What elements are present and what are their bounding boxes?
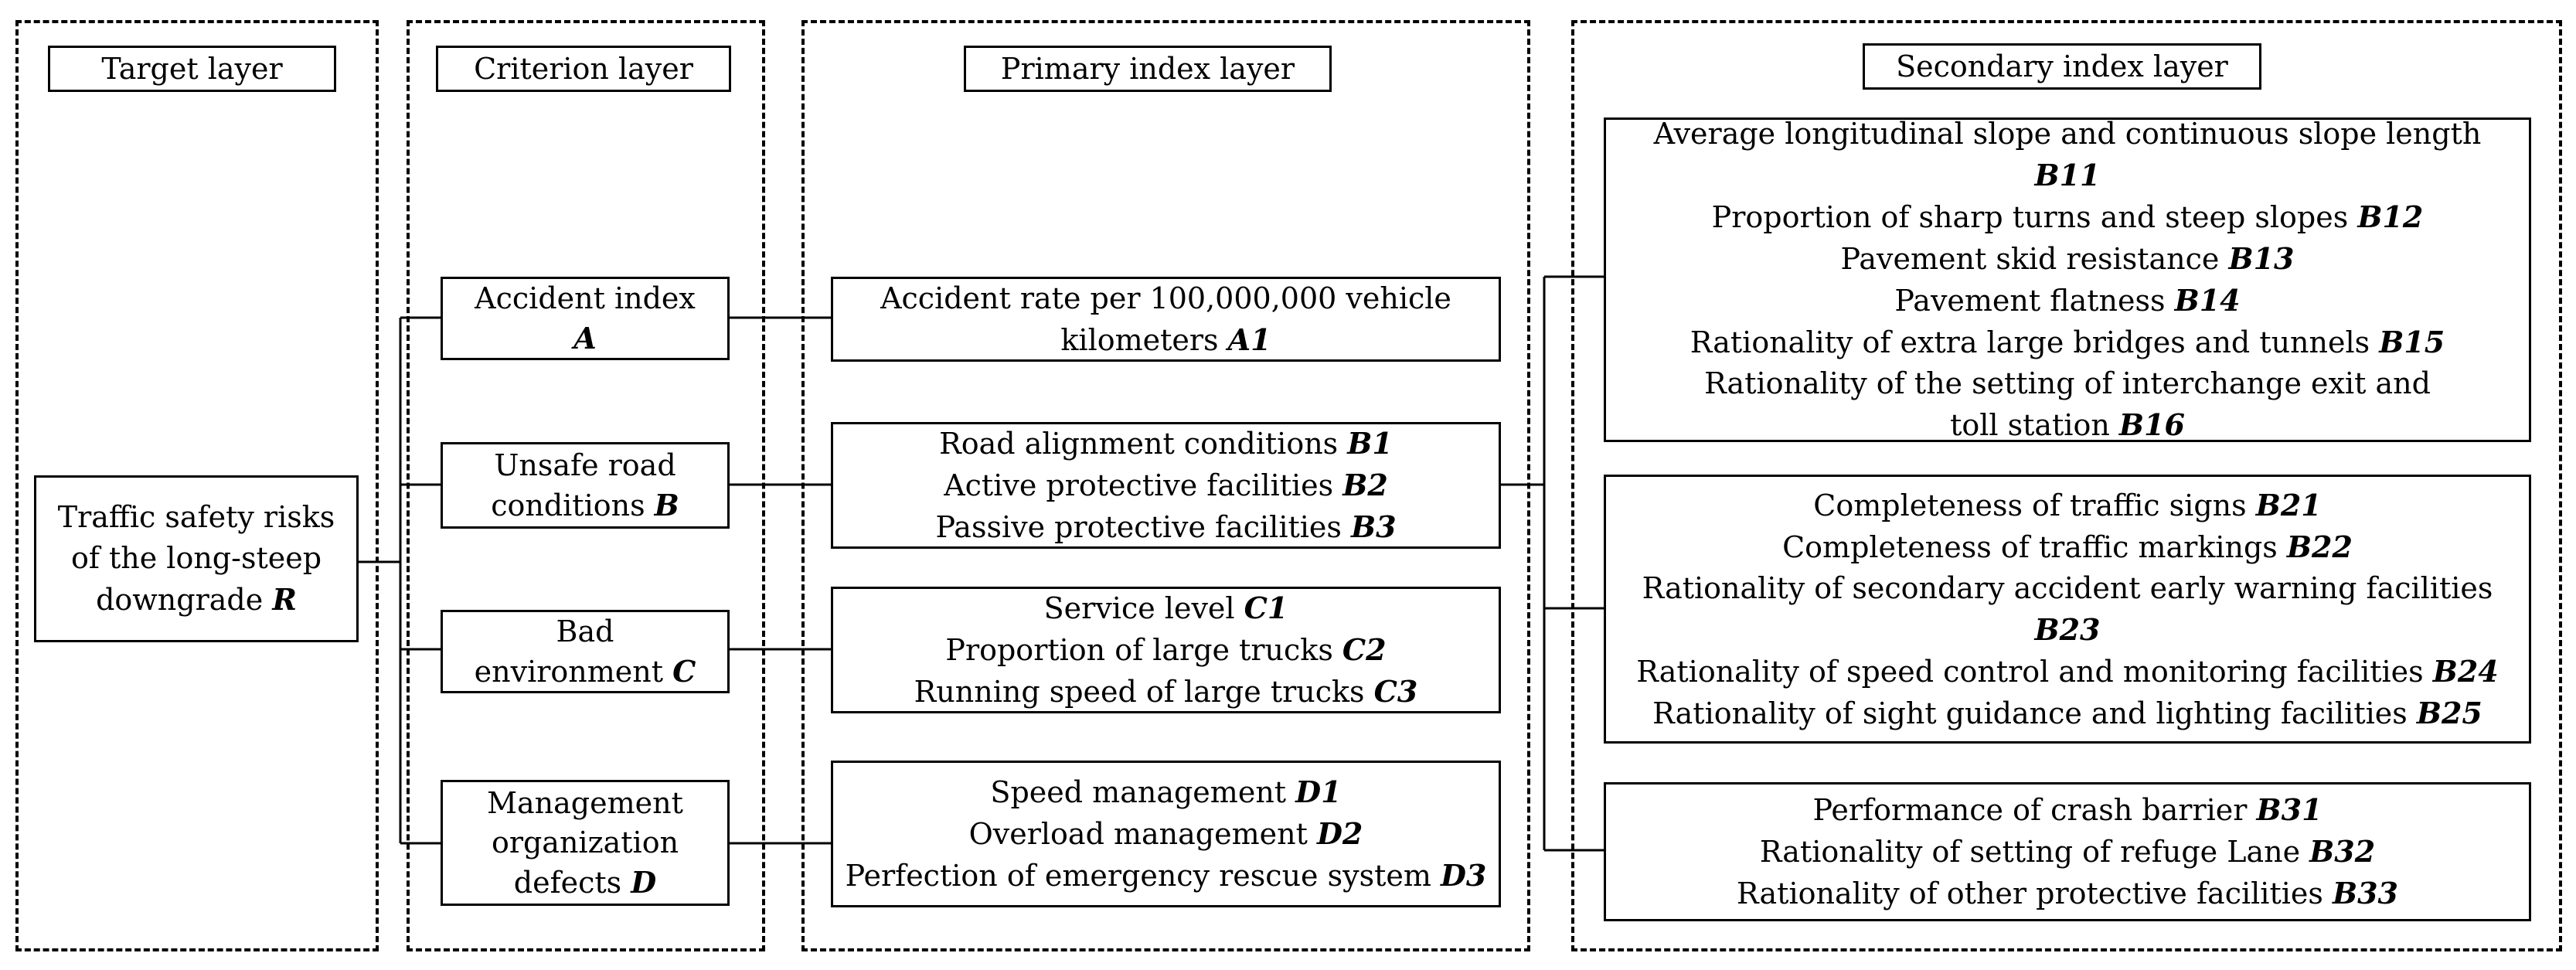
secondary-text: Rationality of the setting of interchang… — [1704, 366, 2431, 442]
secondary-text: Average longitudinal slope and continuou… — [1653, 117, 2482, 151]
primary-node-environment: Service level C1 Proportion of large tru… — [831, 587, 1501, 713]
primary-node-management: Speed management D1 Overload management … — [831, 761, 1501, 907]
target-layer-header: Target layer — [48, 46, 336, 92]
secondary-text: Performance of crash barrier — [1812, 793, 2248, 827]
primary-code: C2 — [1342, 632, 1387, 667]
secondary-code: B11 — [2034, 158, 2101, 192]
secondary-text: Rationality of setting of refuge Lane — [1759, 835, 2301, 869]
criterion-node-management: Management organization defects D — [441, 780, 730, 906]
primary-text: Service level — [1043, 591, 1235, 625]
secondary-code: B13 — [2228, 241, 2295, 276]
primary-code: D1 — [1295, 774, 1342, 809]
primary-index-layer-header: Primary index layer — [964, 46, 1332, 92]
secondary-code: B16 — [2118, 407, 2185, 442]
primary-text: Road alignment conditions — [939, 427, 1339, 461]
secondary-node-road-alignment: Average longitudinal slope and continuou… — [1604, 117, 2531, 442]
secondary-text: Rationality of other protective faciliti… — [1737, 876, 2323, 910]
secondary-text: Pavement flatness — [1894, 284, 2166, 318]
primary-text: Passive protective facilities — [935, 510, 1342, 544]
secondary-text: Rationality of extra large bridges and t… — [1690, 325, 2370, 359]
secondary-text: Completeness of traffic signs — [1813, 488, 2247, 522]
criterion-node-accident: Accident index A — [441, 277, 730, 360]
criterion-code: C — [672, 653, 696, 689]
primary-text: Accident rate per 100,000,000 vehicle ki… — [880, 281, 1451, 357]
primary-text: Proportion of large trucks — [945, 633, 1333, 667]
secondary-node-passive-facilities: Performance of crash barrier B31 Rationa… — [1604, 782, 2531, 921]
primary-text: Overload management — [968, 817, 1308, 851]
primary-code: A1 — [1227, 322, 1271, 357]
secondary-code: B22 — [2286, 529, 2353, 564]
secondary-text: Completeness of traffic markings — [1782, 529, 2278, 564]
secondary-code: B15 — [2379, 325, 2445, 359]
primary-text: Running speed of large trucks — [914, 675, 1365, 709]
secondary-index-layer-panel — [1571, 20, 2562, 951]
primary-text: Speed management — [990, 775, 1287, 809]
criterion-text: Management organization defects — [487, 785, 683, 900]
secondary-code: B14 — [2174, 283, 2241, 318]
primary-text: Perfection of emergency rescue system — [845, 859, 1431, 893]
primary-code: D2 — [1316, 816, 1363, 851]
secondary-code: B24 — [2432, 653, 2499, 689]
criterion-code: D — [631, 864, 657, 900]
primary-node-accident: Accident rate per 100,000,000 vehicle ki… — [831, 277, 1501, 362]
criterion-layer-header: Criterion layer — [436, 46, 731, 92]
secondary-code: B32 — [2309, 834, 2376, 869]
secondary-code: B33 — [2332, 876, 2398, 910]
primary-text: Active protective facilities — [944, 468, 1334, 502]
secondary-text: Proportion of sharp turns and steep slop… — [1711, 200, 2349, 234]
target-layer-panel — [15, 20, 379, 951]
secondary-text: Pavement skid resistance — [1840, 242, 2220, 276]
primary-code: C1 — [1244, 591, 1288, 625]
primary-code: C3 — [1373, 674, 1418, 709]
secondary-code: B21 — [2255, 487, 2322, 522]
primary-code: D3 — [1440, 858, 1487, 893]
criterion-node-bad-environment: Bad environment C — [441, 610, 730, 693]
primary-node-road-conditions: Road alignment conditions B1 Active prot… — [831, 422, 1501, 549]
target-node: Traffic safety risks of the long-steep d… — [34, 475, 359, 642]
primary-code: B1 — [1347, 426, 1393, 461]
target-node-code: R — [272, 582, 297, 617]
secondary-code: B12 — [2357, 199, 2424, 234]
criterion-text: Unsafe road conditions — [491, 448, 676, 522]
criterion-node-unsafe-road: Unsafe road conditions B — [441, 442, 730, 529]
criterion-text: Accident index — [475, 281, 696, 315]
secondary-text: Rationality of secondary accident early … — [1642, 570, 2493, 605]
secondary-text: Rationality of speed control and monitor… — [1636, 654, 2424, 689]
secondary-code: B31 — [2256, 792, 2322, 827]
primary-code: B3 — [1350, 509, 1397, 544]
primary-code: B2 — [1342, 468, 1388, 502]
criterion-text: Bad environment — [474, 614, 664, 689]
secondary-text: Rationality of sight guidance and lighti… — [1652, 696, 2408, 730]
secondary-node-active-facilities: Completeness of traffic signs B21 Comple… — [1604, 475, 2531, 744]
target-node-text: Traffic safety risks of the long-steep d… — [57, 500, 335, 617]
secondary-code: B25 — [2416, 695, 2482, 730]
secondary-index-layer-header: Secondary index layer — [1863, 43, 2261, 90]
criterion-code: B — [654, 487, 679, 522]
criterion-code: A — [573, 321, 597, 356]
secondary-code: B23 — [2034, 611, 2101, 647]
